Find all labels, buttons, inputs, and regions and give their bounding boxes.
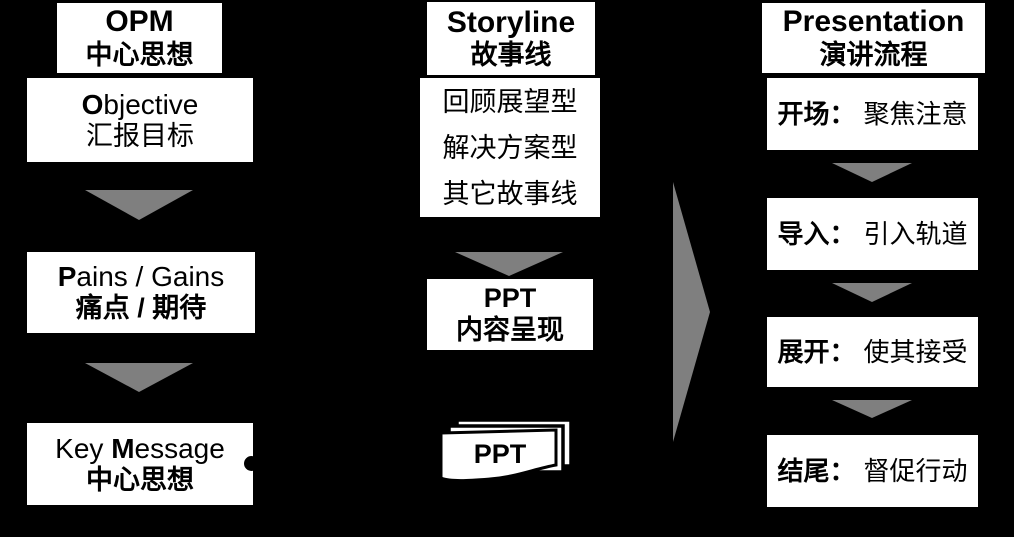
stage-lead-in-box: 导入：引入轨道 bbox=[767, 198, 978, 270]
pains-gains-cn: 痛点 / 期待 bbox=[75, 293, 207, 324]
down-arrow-icon bbox=[832, 283, 912, 302]
storyline-option: 其它故事线 bbox=[442, 178, 578, 209]
stage-lead-in-desc: 引入轨道 bbox=[863, 218, 968, 249]
stage-closing-box: 结尾：督促行动 bbox=[767, 435, 978, 507]
connector-dot bbox=[244, 456, 259, 471]
stage-develop-label: 展开： bbox=[777, 336, 856, 367]
down-arrow-icon bbox=[455, 252, 563, 276]
down-arrow-icon bbox=[832, 163, 912, 182]
ppt-content-title: PPT bbox=[483, 282, 537, 313]
storyline-option: 解决方案型 bbox=[442, 132, 578, 163]
key-message-en: Key Message bbox=[55, 432, 225, 464]
opm-header-title: OPM bbox=[105, 5, 174, 39]
stage-lead-in-label: 导入： bbox=[777, 218, 856, 249]
down-arrow-icon bbox=[832, 400, 912, 418]
stage-develop-box: 展开：使其接受 bbox=[767, 317, 978, 387]
storyline-option: 回顾展望型 bbox=[442, 86, 578, 117]
storyline-header-subtitle: 故事线 bbox=[470, 40, 552, 71]
key-message-box: Key Message 中心思想 bbox=[27, 423, 253, 505]
objective-box: Objective 汇报目标 bbox=[27, 78, 253, 162]
opm-header-subtitle: 中心思想 bbox=[85, 39, 194, 70]
pains-gains-en: Pains / Gains bbox=[57, 261, 225, 293]
stage-develop-desc: 使其接受 bbox=[863, 336, 968, 367]
presentation-header-subtitle: 演讲流程 bbox=[819, 39, 928, 70]
pains-gains-box: Pains / Gains 痛点 / 期待 bbox=[27, 252, 255, 333]
objective-cn: 汇报目标 bbox=[86, 120, 194, 151]
down-arrow-icon bbox=[85, 190, 193, 220]
ppt-stack-label: PPT bbox=[474, 439, 527, 469]
opm-header: OPM 中心思想 bbox=[57, 3, 222, 73]
presentation-header-title: Presentation bbox=[782, 5, 965, 39]
right-arrow-icon bbox=[670, 180, 715, 445]
objective-en: Objective bbox=[81, 88, 199, 120]
stage-closing-label: 结尾： bbox=[777, 455, 856, 486]
stage-opening-box: 开场：聚焦注意 bbox=[767, 78, 978, 150]
stage-closing-desc: 督促行动 bbox=[863, 455, 968, 486]
storyline-header-title: Storyline bbox=[446, 5, 576, 39]
key-message-cn: 中心思想 bbox=[86, 464, 194, 495]
stacked-slides-icon: PPT bbox=[438, 416, 578, 490]
ppt-content-box: PPT 内容呈现 bbox=[427, 279, 593, 350]
stage-opening-desc: 聚焦注意 bbox=[863, 98, 968, 129]
storyline-options-box: 回顾展望型 解决方案型 其它故事线 bbox=[420, 78, 600, 217]
presentation-header: Presentation 演讲流程 bbox=[762, 3, 985, 73]
down-arrow-icon bbox=[85, 363, 193, 392]
stage-opening-label: 开场： bbox=[777, 98, 856, 129]
storyline-header: Storyline 故事线 bbox=[427, 2, 595, 75]
ppt-content-subtitle: 内容呈现 bbox=[456, 314, 564, 345]
